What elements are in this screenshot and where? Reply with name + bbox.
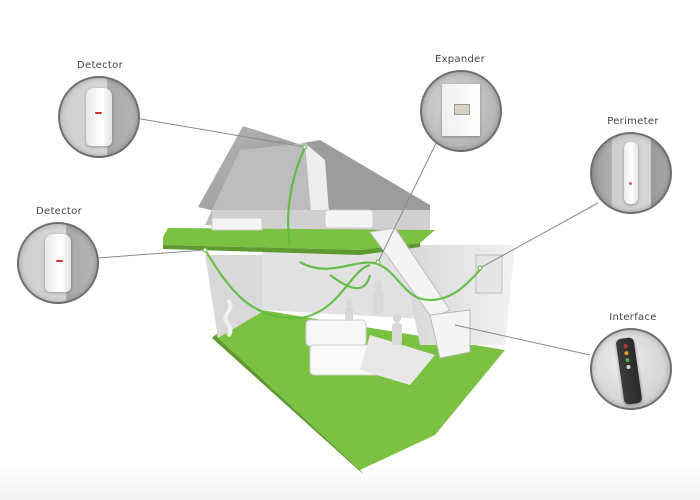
leader-lines — [96, 117, 599, 356]
staircase — [369, 227, 471, 359]
rug — [360, 335, 435, 385]
callout-detector-left: Detector — [14, 204, 104, 304]
motion-detector-icon — [45, 234, 71, 292]
upper-floor — [163, 228, 435, 250]
interface-lens — [590, 328, 672, 410]
led-green — [625, 357, 630, 363]
callout-interface: Interface — [588, 310, 678, 410]
window — [475, 254, 503, 294]
callout-detector-top: Detector — [55, 58, 145, 158]
expander-module-icon — [442, 84, 480, 136]
figures — [345, 280, 402, 345]
remote-keypad-icon — [615, 337, 643, 405]
callout-label: Perimeter — [607, 116, 659, 127]
perimeter-lens — [590, 132, 672, 214]
upstairs-sofa — [324, 209, 374, 229]
attic-back — [205, 143, 312, 225]
sculpture — [223, 298, 233, 338]
callout-label: Interface — [609, 312, 657, 323]
detector-lens — [58, 76, 140, 158]
expander-lens — [420, 70, 502, 152]
ground-floor — [215, 310, 505, 470]
wiring — [204, 146, 481, 320]
door-contact-sensor-icon — [624, 142, 638, 204]
callout-perimeter: Perimeter — [588, 114, 678, 214]
roof-right — [303, 140, 430, 220]
callout-label: Detector — [36, 206, 82, 217]
callout-label: Detector — [77, 60, 123, 71]
led-red — [623, 343, 628, 349]
bed — [211, 217, 263, 231]
detector-lens — [17, 222, 99, 304]
motion-detector-icon — [86, 88, 112, 146]
attic-partition — [305, 143, 330, 225]
callout-label: Expander — [434, 54, 486, 65]
left-wall — [205, 255, 262, 338]
led-amber — [624, 350, 629, 356]
callout-expander: Expander — [415, 52, 505, 152]
sofa-back — [305, 319, 367, 347]
button-dot — [626, 364, 631, 370]
